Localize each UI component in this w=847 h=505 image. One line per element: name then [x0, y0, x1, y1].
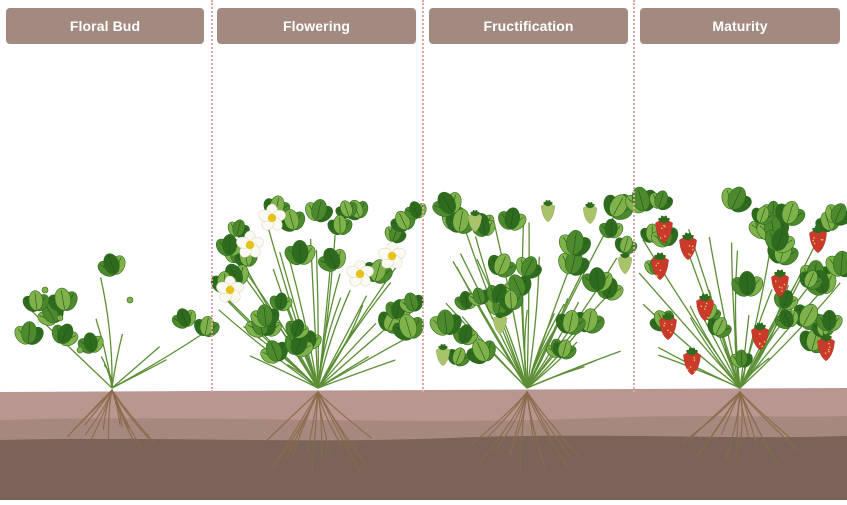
soil	[0, 388, 847, 500]
strawberry-fruit	[618, 252, 632, 274]
strawberry-fruit	[583, 202, 597, 224]
flower-center	[226, 286, 234, 294]
stage-divider	[422, 0, 424, 392]
flower-center	[268, 214, 276, 222]
fruit-seed	[814, 243, 816, 245]
fruit-seed	[707, 317, 709, 319]
plant-maturity	[622, 184, 847, 388]
plant-fructification	[426, 189, 639, 388]
fruit-seed	[694, 371, 696, 373]
fruit-seed	[764, 341, 766, 343]
fruit-seed	[704, 308, 706, 310]
fruit-seed	[692, 245, 694, 247]
fruit-seed	[692, 249, 694, 251]
strawberry-fruit	[683, 347, 701, 375]
fruit-seed	[670, 332, 672, 334]
fruit-seed	[822, 239, 824, 241]
fruit-seed	[693, 357, 695, 359]
stage-divider	[633, 0, 635, 392]
fruit-body	[817, 338, 835, 361]
fruit-seed	[781, 290, 783, 292]
fruit-seed	[828, 349, 830, 351]
flower-bud	[57, 315, 63, 321]
fruit-seed	[664, 226, 666, 228]
stage-header-maturity: Maturity	[640, 8, 840, 44]
strawberry-fruit	[436, 344, 450, 366]
fruit-seed	[784, 284, 786, 286]
fruit-seed	[759, 343, 761, 345]
plants-layer	[11, 184, 847, 388]
fruit-seed	[701, 305, 703, 307]
plant-floral-bud	[11, 252, 222, 388]
fruit-seed	[657, 263, 659, 265]
fruit-seed	[689, 254, 691, 256]
fruit-seed	[660, 237, 662, 239]
fruit-seed	[775, 280, 777, 282]
stage-header-fructification: Fructification	[429, 8, 628, 44]
fruit-seed	[779, 286, 781, 288]
stage-header-floral-bud: Floral Bud	[6, 8, 204, 44]
fruit-seed	[706, 303, 708, 305]
flower-center	[356, 270, 364, 278]
stage-label: Fructification	[483, 18, 573, 34]
fruit-body	[618, 256, 632, 275]
fruit-seed	[812, 240, 814, 242]
fruit-seed	[660, 269, 662, 271]
fruit-seed	[690, 366, 692, 368]
fruit-seed	[664, 323, 666, 325]
stem	[527, 222, 529, 388]
flower-bud	[127, 297, 133, 303]
fruit-body	[583, 206, 597, 225]
stage-divider	[211, 0, 213, 392]
fruit-body	[683, 352, 701, 375]
strawberry-fruit	[679, 232, 697, 260]
fruit-seed	[664, 235, 666, 237]
stage-label: Floral Bud	[70, 18, 140, 34]
fruit-seed	[689, 245, 691, 247]
flower-bud	[77, 347, 83, 353]
fruit-seed	[759, 333, 761, 335]
fruit-body	[436, 348, 450, 367]
strawberry-fruit	[541, 200, 555, 222]
fruit-seed	[655, 265, 657, 267]
flower-bud	[42, 287, 48, 293]
fruit-seed	[688, 253, 690, 255]
flower-center	[246, 241, 254, 249]
stage-label: Flowering	[283, 18, 350, 34]
fruit-seed	[661, 227, 663, 229]
stem	[112, 332, 205, 388]
fruit-seed	[821, 239, 823, 241]
stem	[101, 277, 112, 388]
fruit-seed	[663, 325, 665, 327]
soil-bottom-layer	[0, 436, 847, 500]
fruit-seed	[829, 346, 831, 348]
stage-header-flowering: Flowering	[217, 8, 416, 44]
plant-flowering	[208, 194, 428, 388]
fruit-body	[659, 317, 677, 340]
fruit-seed	[694, 359, 696, 361]
fruit-seed	[705, 306, 707, 308]
fruit-seed	[813, 237, 815, 239]
fruit-seed	[781, 287, 783, 289]
fruit-seed	[828, 343, 830, 345]
fruit-seed	[825, 352, 827, 354]
fruit-seed	[687, 369, 689, 371]
fruit-seed	[667, 329, 669, 331]
fruit-seed	[761, 346, 763, 348]
fruit-seed	[656, 276, 658, 278]
fruit-seed	[671, 324, 673, 326]
fruit-body	[809, 230, 827, 253]
flower-center	[388, 252, 396, 260]
fruit-body	[679, 237, 697, 260]
fruit-seed	[828, 351, 830, 353]
stage-label: Maturity	[712, 18, 767, 34]
fruit-body	[541, 204, 555, 223]
